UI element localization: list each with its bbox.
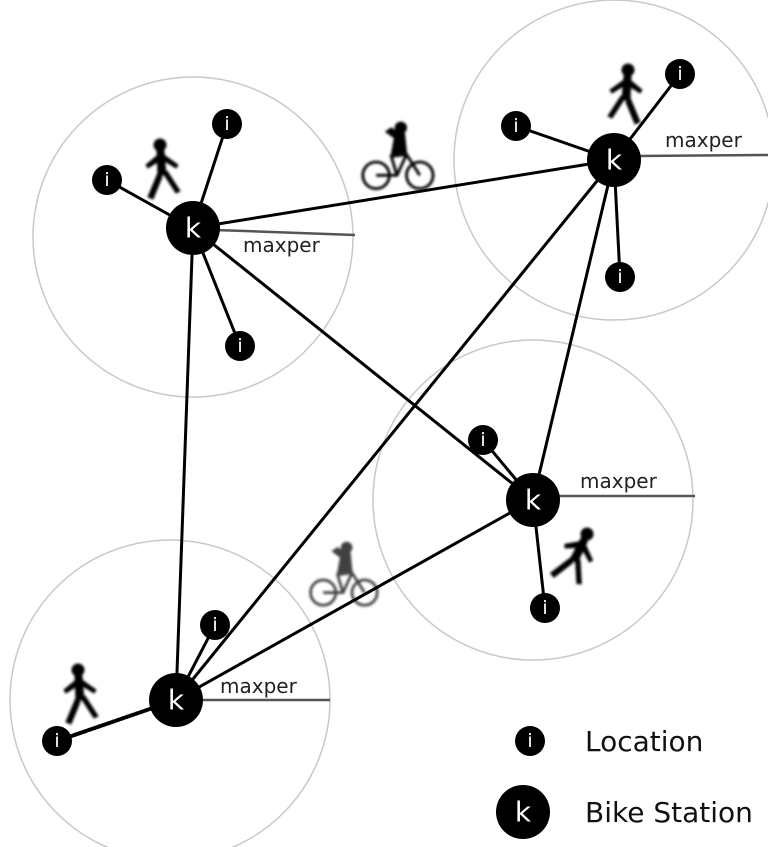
cyclist-icon — [361, 120, 435, 191]
walking-person-icon — [547, 521, 608, 592]
maxper-label: maxper — [243, 233, 321, 257]
catchment-circle — [453, 0, 768, 321]
catchment-circle — [32, 76, 354, 398]
legend-station-symbol: k — [496, 785, 550, 839]
location-node-label: i — [212, 614, 217, 636]
bike-station-label: k — [185, 212, 202, 245]
walking-person-icon — [63, 663, 99, 725]
catchment-circle — [372, 339, 694, 661]
location-node-label: i — [104, 169, 109, 191]
maxper-label: maxper — [220, 674, 298, 698]
location-node: i — [530, 593, 560, 623]
location-node-label: i — [617, 266, 622, 288]
location-node: i — [92, 165, 122, 195]
bike-station-node: k — [149, 673, 203, 727]
location-node: i — [501, 111, 531, 141]
legend-location-label: Location — [585, 725, 703, 758]
station-link — [174, 226, 195, 702]
walking-person-icon — [145, 138, 181, 200]
legend-station-label: Bike Station — [585, 796, 753, 829]
bike-station-node: k — [587, 133, 641, 187]
radius-lines — [196, 153, 768, 702]
location-node: i — [200, 610, 230, 640]
cyclist-icon — [309, 540, 379, 607]
location-node-label: i — [480, 429, 485, 451]
station-link — [191, 158, 616, 230]
station-nodes: k k k k — [149, 133, 641, 727]
location-node-label: i — [542, 597, 547, 619]
bike-station-node: k — [506, 473, 560, 527]
pictograms — [63, 63, 643, 725]
bike-station-label: k — [525, 484, 542, 517]
radius-line — [635, 153, 768, 158]
location-node: i — [225, 331, 255, 361]
station-link — [174, 158, 616, 702]
radius-line — [214, 228, 356, 237]
radius-labels: maxper maxper maxper maxper — [220, 128, 743, 698]
location-node-label: i — [54, 730, 59, 752]
location-nodes: i i i i i i i i i i — [42, 59, 695, 756]
legend-location-letter: i — [527, 730, 532, 752]
legend-location-symbol: i — [515, 726, 545, 756]
legend: i Location k Bike Station — [496, 725, 753, 839]
location-node: i — [42, 726, 72, 756]
location-node: i — [212, 109, 242, 139]
maxper-label: maxper — [665, 128, 743, 152]
location-node: i — [605, 262, 635, 292]
walking-person-icon — [607, 63, 643, 125]
bike-station-node: k — [166, 201, 220, 255]
location-node-label: i — [237, 335, 242, 357]
maxper-label: maxper — [580, 469, 658, 493]
legend-station-letter: k — [515, 796, 532, 829]
bike-station-label: k — [168, 684, 185, 717]
location-links — [55, 72, 682, 743]
station-link — [531, 158, 616, 502]
station-link — [191, 226, 535, 502]
location-node-label: i — [224, 113, 229, 135]
location-node-label: i — [513, 115, 518, 137]
bike-station-label: k — [606, 144, 623, 177]
location-node: i — [468, 425, 498, 455]
location-node: i — [665, 59, 695, 89]
location-node-label: i — [677, 63, 682, 85]
